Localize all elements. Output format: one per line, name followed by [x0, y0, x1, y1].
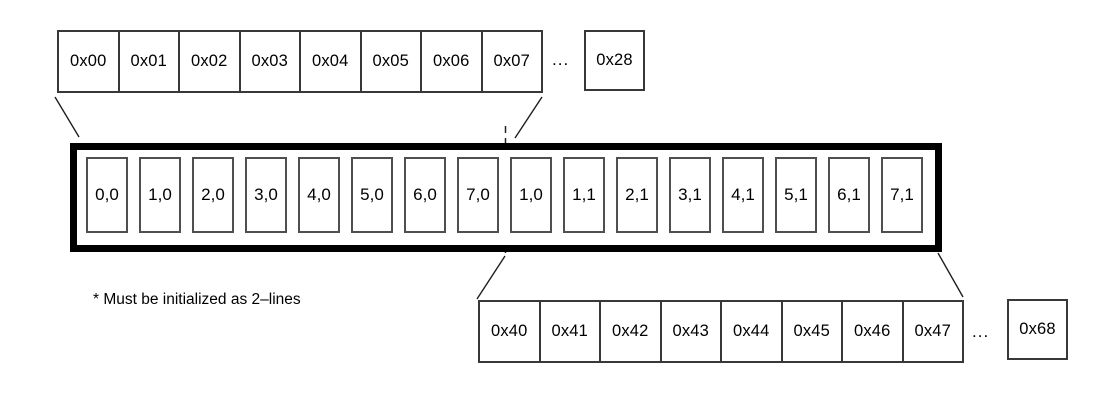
bottom-last-address-box: 0x68: [1007, 299, 1068, 360]
address-cell: 0x07: [480, 30, 543, 93]
address-cell: 0x02: [178, 30, 241, 93]
bottom-ellipsis: ...: [972, 322, 990, 341]
address-cell: 0x01: [117, 30, 180, 93]
buffer-frame: 0,0 1,0 2,0 3,0 4,0 5,0 6,0 7,0 1,0 1,1 …: [70, 143, 942, 252]
address-cell: 0x43: [659, 300, 722, 363]
buffer-cell: 3,1: [669, 157, 711, 233]
top-ellipsis: ...: [552, 50, 570, 69]
buffer-cell: 2,1: [616, 157, 658, 233]
address-cell: 0x03: [238, 30, 301, 93]
address-cell: 0x46: [841, 300, 904, 363]
address-cell: 0x42: [599, 300, 662, 363]
buffer-cell: 7,1: [881, 157, 923, 233]
buffer-cell: 1,1: [563, 157, 605, 233]
address-cell: 0x47: [901, 300, 964, 363]
address-cell: 0x45: [780, 300, 843, 363]
buffer-cell: 7,0: [457, 157, 499, 233]
address-cell: 0x41: [538, 300, 601, 363]
connector-line-top-left: [54, 96, 80, 138]
buffer-cell: 1,0: [139, 157, 181, 233]
connector-line-bottom-left: [476, 255, 506, 300]
address-cell: 0x05: [359, 30, 422, 93]
address-cell: 0x44: [720, 300, 783, 363]
top-last-address-box: 0x28: [584, 30, 645, 91]
address-cell: 0x04: [299, 30, 362, 93]
bottom-address-row: 0x40 0x41 0x42 0x43 0x44 0x45 0x46 0x47: [478, 300, 964, 363]
buffer-cell: 4,0: [298, 157, 340, 233]
buffer-cells-row: 0,0 1,0 2,0 3,0 4,0 5,0 6,0 7,0 1,0 1,1 …: [86, 157, 923, 233]
buffer-cell: 1,0: [510, 157, 552, 233]
buffer-cell: 5,0: [351, 157, 393, 233]
buffer-cell: 3,0: [245, 157, 287, 233]
buffer-cell: 2,0: [192, 157, 234, 233]
buffer-cell: 5,1: [775, 157, 817, 233]
address-cell: 0x06: [420, 30, 483, 93]
address-cell: 0x40: [478, 300, 541, 363]
connector-line-top-right: [514, 96, 543, 139]
buffer-cell: 4,1: [722, 157, 764, 233]
address-cell: 0x00: [57, 30, 120, 93]
footnote: * Must be initialized as 2–lines: [93, 291, 301, 308]
connector-line-bottom-right: [937, 252, 964, 298]
top-address-row: 0x00 0x01 0x02 0x03 0x04 0x05 0x06 0x07: [57, 30, 543, 93]
buffer-cell: 6,0: [404, 157, 446, 233]
buffer-cell: 0,0: [86, 157, 128, 233]
buffer-cell: 6,1: [828, 157, 870, 233]
